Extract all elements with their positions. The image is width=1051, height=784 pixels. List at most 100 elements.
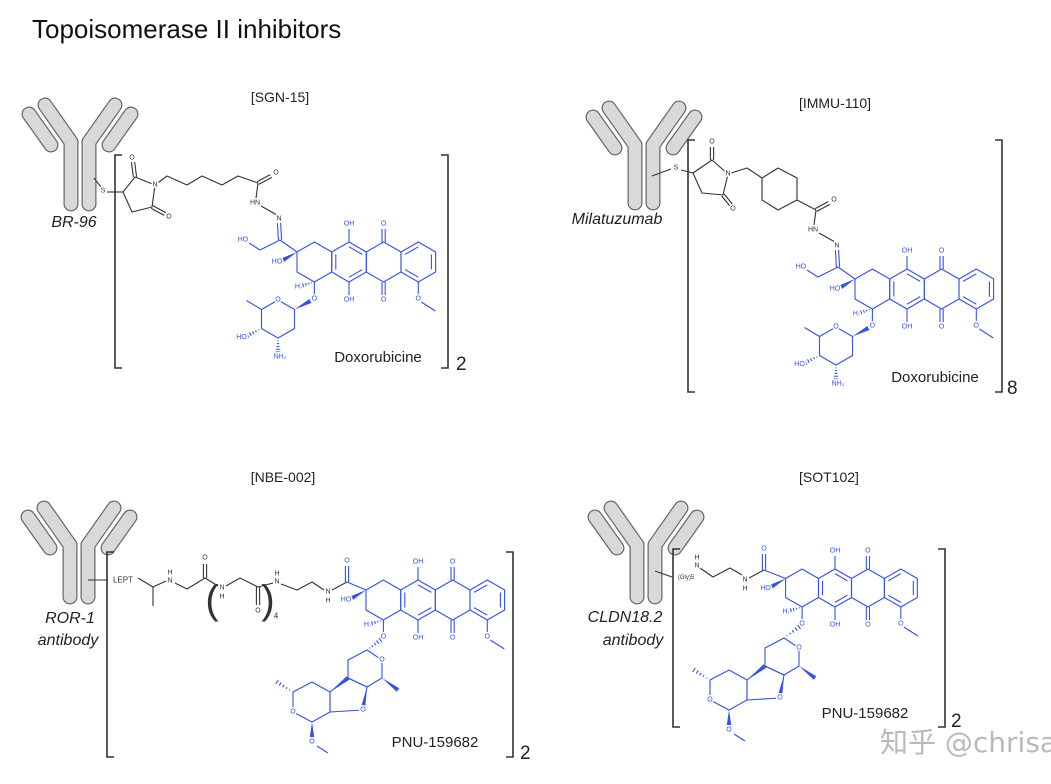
bracket-right (441, 154, 449, 369)
hashed-bond (246, 333, 250, 338)
payload-label: Doxorubicine (891, 369, 979, 386)
aromatic-bond (348, 269, 363, 278)
hashed-bond (252, 331, 255, 335)
antibody-icon (648, 501, 688, 552)
antibody-label: BR-96 (51, 214, 96, 231)
anthracycline-ring-4 (469, 579, 506, 621)
hashed-bond (792, 607, 795, 611)
double-bond (134, 161, 138, 177)
hashed-bond (810, 358, 813, 362)
hashed-bond (368, 647, 371, 649)
atom-label-o: O (379, 657, 385, 664)
atom-label-o: O (166, 214, 172, 221)
antibody-icon (101, 510, 137, 555)
hashed-bond (795, 607, 798, 610)
atom-label-o: O (898, 621, 904, 628)
anthracycline-ring-4 (883, 568, 918, 608)
atom-label-ho: HO (794, 361, 805, 368)
atom-label-oh: OH (902, 324, 913, 331)
pyran-ring (347, 649, 383, 688)
hashed-bond (702, 674, 705, 678)
atom-label-o: O (939, 324, 945, 331)
wedge-bond (330, 676, 350, 692)
payload-label: PNU-159682 (822, 705, 909, 722)
wedge-bond (777, 675, 784, 697)
atom-label-oh: OH (413, 559, 424, 566)
aromatic-bond (417, 584, 432, 593)
atom-label-o: O (831, 197, 837, 204)
atom-label-o: O (273, 170, 279, 177)
watermark: 知乎 @chrisach (880, 726, 1051, 759)
atom-label-h: H (742, 586, 747, 593)
daunosamine-ring (818, 326, 854, 366)
bond (763, 569, 786, 580)
bond (806, 266, 856, 280)
atom-label-o: O (381, 634, 387, 641)
atom-label-s: S (101, 188, 106, 195)
double-bond (723, 193, 733, 205)
double-bond (814, 201, 829, 210)
hashed-bond (791, 629, 795, 633)
wedge-bond (281, 252, 298, 262)
bond (346, 581, 367, 591)
anthracycline-ring-1 (854, 268, 891, 310)
aromatic-bond (404, 246, 419, 255)
atom-label-n: N (274, 579, 279, 586)
aromatic-bond (906, 273, 921, 282)
aromatic-bond (962, 273, 977, 282)
antibody-icon (21, 510, 57, 555)
hashed-bond (371, 621, 374, 626)
hashed-bond (282, 684, 285, 688)
atom-label-o: O (360, 707, 366, 714)
hashed-bond (789, 632, 792, 635)
bond (804, 327, 820, 337)
aromatic-bond (834, 573, 848, 582)
double-bond (280, 222, 283, 240)
anthracycline-ring-1 (296, 241, 333, 283)
atom-label-hn: HN (808, 227, 818, 234)
antibody-label: ROR-1 (45, 610, 95, 627)
bond (174, 577, 219, 590)
aromatic-bond (473, 584, 488, 593)
atom-label-o: O (865, 548, 871, 555)
atom-label-n: N (152, 182, 157, 189)
repeat-paren-open: ( (205, 578, 219, 622)
atom-label-ho: HO (760, 585, 771, 592)
hashed-bond (249, 332, 252, 337)
anthracycline-ring-4 (958, 268, 995, 310)
bond (316, 745, 329, 754)
cyclohexane-ring (761, 167, 798, 211)
bracket-left (114, 154, 122, 369)
antibody-icon (22, 107, 58, 152)
antibody-icon (602, 101, 642, 152)
atom-label-o: O (761, 546, 767, 553)
hashed-bond (368, 621, 371, 627)
aromatic-bond (417, 607, 432, 616)
bond (280, 581, 325, 591)
atom-label-o: O (870, 323, 876, 330)
atom-label-o: O (416, 296, 422, 303)
anthracycline-ring-3 (434, 579, 471, 621)
bracket-right (506, 551, 514, 758)
panel-title-sgn15: [SGN-15] (251, 89, 309, 105)
atom-label-n: N (834, 243, 839, 250)
wedge-bond (294, 299, 312, 310)
wedge-bond (852, 326, 870, 337)
atom-label-h: H (364, 622, 369, 629)
payload-label: PNU-159682 (392, 734, 479, 751)
anthracycline-ring-3 (923, 268, 960, 310)
atom-label-h: H (325, 598, 330, 605)
atom-label-h: H (853, 311, 858, 318)
bond (651, 168, 672, 177)
wedge-bond (770, 578, 786, 589)
atom-label-o: O (129, 155, 135, 162)
atom-label-o: O (726, 727, 732, 734)
atom-label-ho: HO (272, 259, 283, 266)
wedge-bond (726, 710, 732, 725)
hashed-bond (797, 624, 801, 630)
anthracycline-ring-2 (889, 268, 925, 310)
bracket-right (938, 548, 946, 728)
bond (331, 581, 348, 591)
double-bond (256, 174, 271, 183)
